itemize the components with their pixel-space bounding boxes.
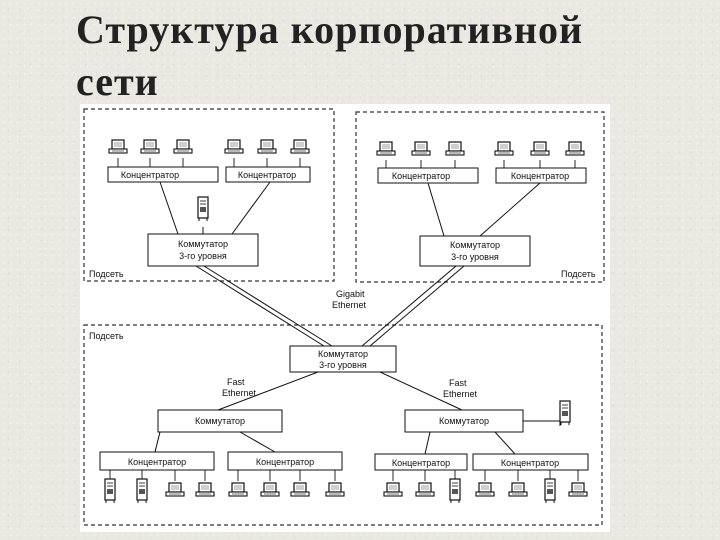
l3-switch-label-line-2: 3-го уровня — [179, 251, 227, 261]
subnet-frame-bottom — [83, 324, 603, 526]
switch-box — [404, 409, 524, 433]
gigabit-label-line-2: Ethernet — [332, 300, 367, 310]
subnet-label: Подсеть — [561, 269, 596, 279]
hub-label: Концентратор — [501, 458, 559, 468]
hub-box — [225, 166, 311, 183]
l3-switch-box — [289, 345, 397, 373]
l3-switch-label-line-1: Коммутатор — [178, 239, 228, 249]
hub-box — [107, 166, 219, 183]
fast-label-line-2: Ethernet — [443, 389, 478, 399]
hub-label: Концентратор — [238, 170, 296, 180]
l3-switch-box — [419, 235, 531, 267]
subnet-label: Подсеть — [89, 331, 124, 341]
l3-switch-label-line-1: Коммутатор — [318, 349, 368, 359]
hub-box — [374, 453, 468, 471]
title-line-1: Структура корпоративной — [76, 7, 584, 52]
hub-label: Концентратор — [128, 457, 186, 467]
fast-label-line-1: Fast — [227, 377, 245, 387]
hub-box — [377, 167, 479, 184]
hub-label: Концентратор — [392, 458, 450, 468]
workstation-icon — [165, 482, 588, 497]
title-line-2: сети — [76, 59, 159, 104]
hub-label: Концентратор — [392, 171, 450, 181]
workstation-icon — [108, 139, 585, 156]
hub-box — [99, 451, 215, 471]
network-diagram-svg: Подсеть Подсеть Подсеть Gigabit — [83, 108, 605, 526]
hub-box — [495, 167, 587, 184]
hub-box — [227, 451, 343, 471]
subnet-frame-top-left — [83, 108, 335, 282]
switch-label: Коммутатор — [195, 416, 245, 426]
fast-label-line-2: Ethernet — [222, 388, 257, 398]
hub-label: Концентратор — [511, 171, 569, 181]
slide-title: Структура корпоративной сети — [76, 4, 696, 108]
switch-label: Коммутатор — [439, 416, 489, 426]
l3-switch-label-line-2: 3-го уровня — [451, 252, 499, 262]
hub-label: Концентратор — [256, 457, 314, 467]
l3-switch-label-line-1: Коммутатор — [450, 240, 500, 250]
hub-box — [472, 453, 589, 471]
switch-box — [157, 409, 283, 433]
network-diagram: Подсеть Подсеть Подсеть Gigabit — [80, 104, 610, 532]
gigabit-label-line-1: Gigabit — [336, 289, 365, 299]
l3-switch-box — [147, 233, 259, 267]
subnet-frame-top-right — [355, 111, 605, 283]
hub-label: Концентратор — [121, 170, 179, 180]
fast-label-line-1: Fast — [449, 378, 467, 388]
subnet-label: Подсеть — [89, 269, 124, 279]
l3-switch-label-line-2: 3-го уровня — [319, 360, 367, 370]
